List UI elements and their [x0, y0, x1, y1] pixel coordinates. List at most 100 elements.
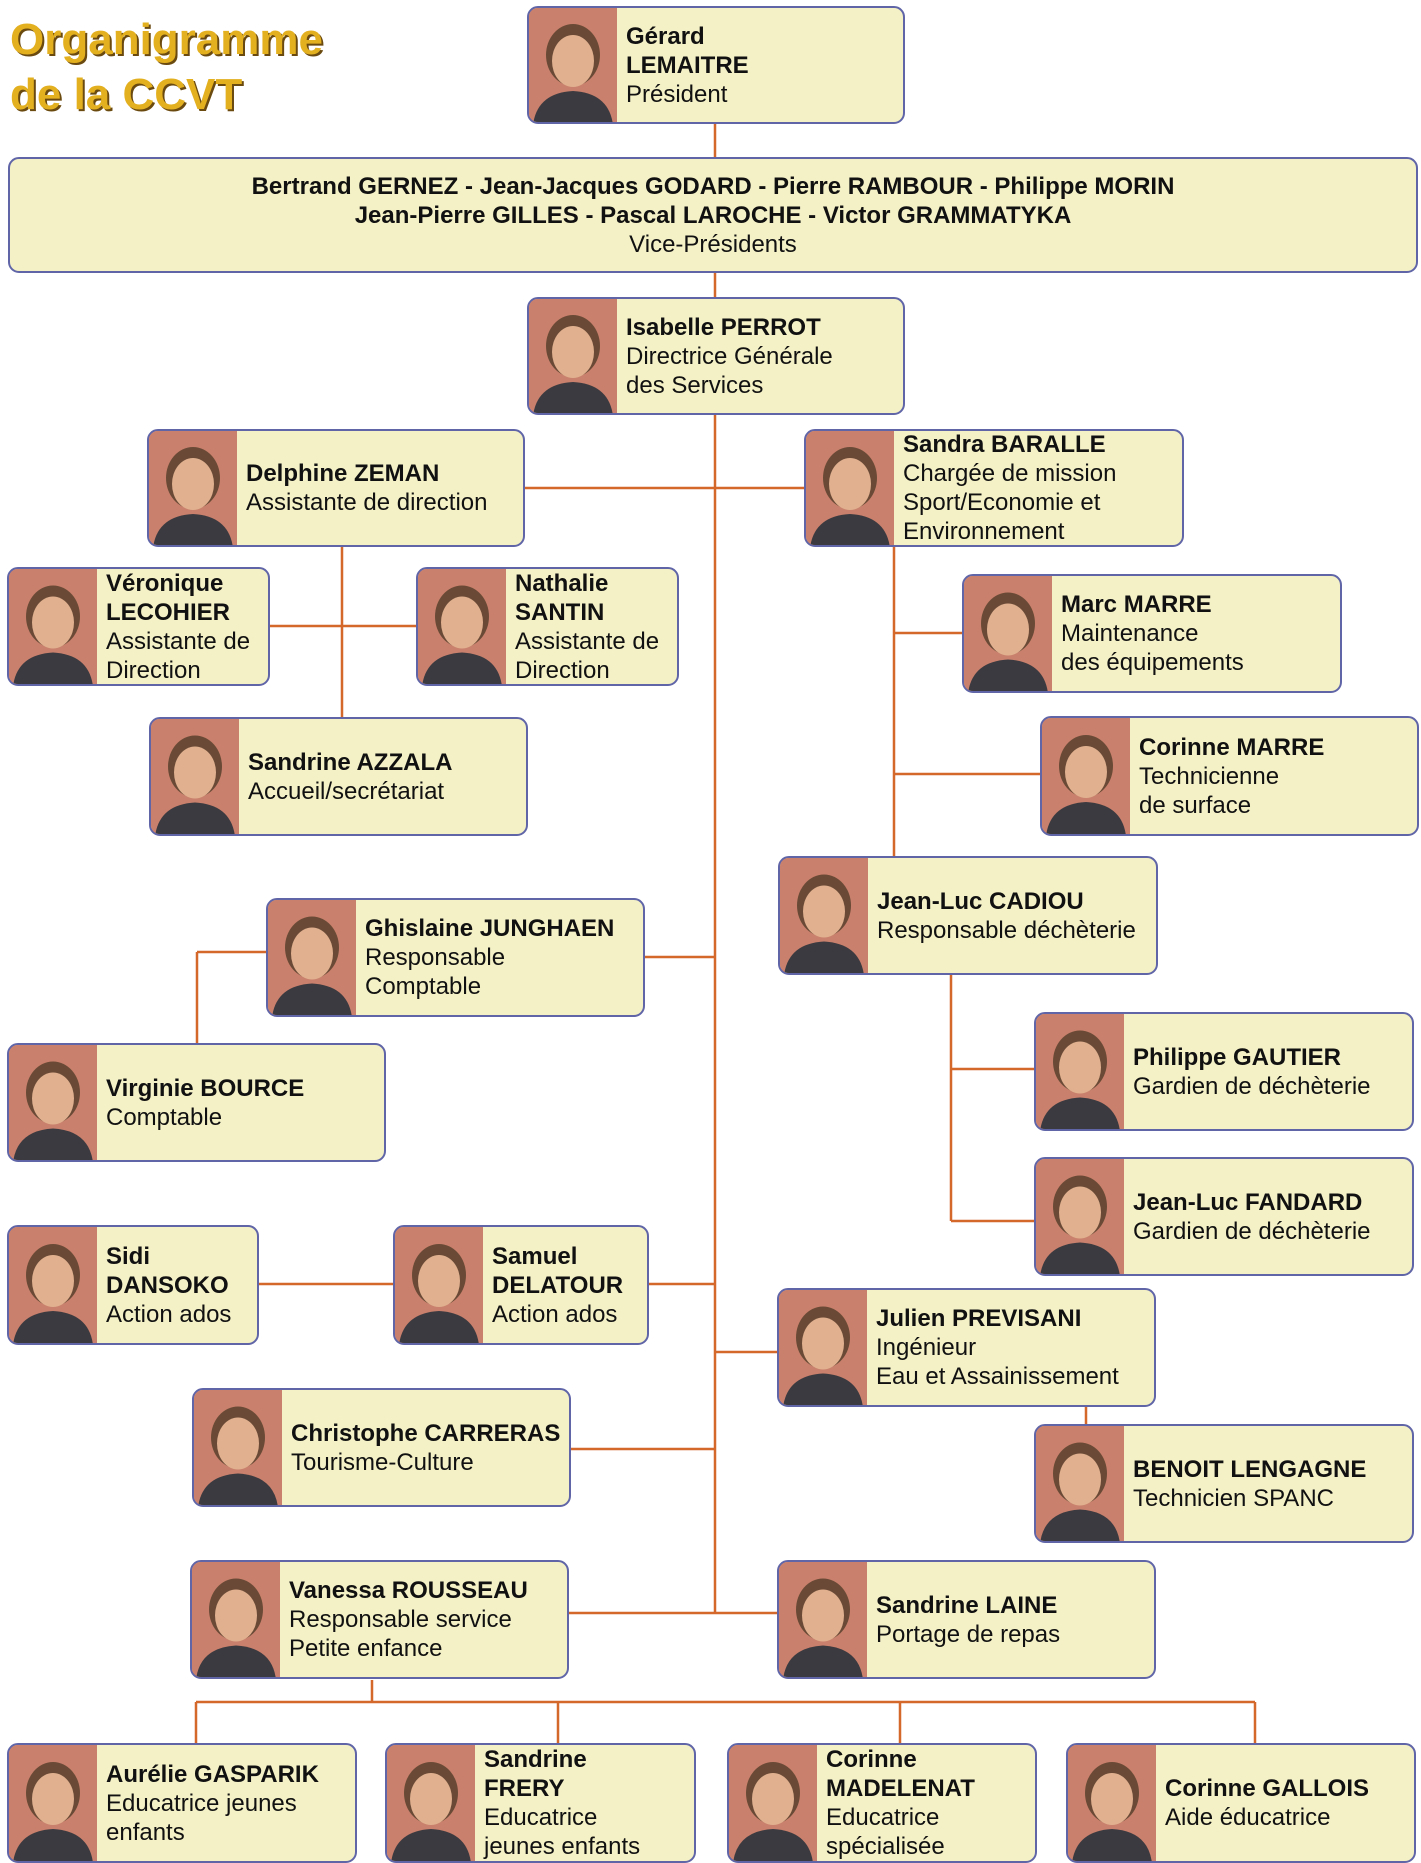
person-silhouette-icon	[387, 1745, 475, 1861]
person-silhouette-icon	[194, 1390, 282, 1505]
person-silhouette-icon	[9, 1745, 97, 1861]
person-silhouette-icon	[779, 1290, 867, 1405]
person-silhouette-icon	[151, 719, 239, 834]
portrait-photo	[395, 1227, 483, 1343]
person-silhouette-icon	[9, 569, 97, 684]
vice-presidents-names-line-1: Bertrand GERNEZ - Jean-Jacques GODARD - …	[251, 172, 1175, 200]
person-role: Tourisme-Culture	[291, 1448, 474, 1476]
person-name: BENOIT LENGAGNE	[1133, 1455, 1367, 1483]
person-silhouette-icon	[806, 431, 894, 545]
person-role: Assistante de Direction	[515, 627, 660, 684]
person-silhouette-icon	[268, 900, 356, 1015]
portrait-photo	[192, 1562, 280, 1677]
portrait-photo	[1036, 1159, 1124, 1274]
person-silhouette-icon	[779, 1562, 867, 1677]
person-role: Accueil/secrétariat	[248, 777, 445, 805]
person-silhouette-icon	[1042, 718, 1130, 834]
person-silhouette-icon	[9, 1045, 97, 1160]
person-role: Educatrice jeunes enfants	[106, 1789, 297, 1846]
portrait-photo	[964, 576, 1052, 691]
portrait-photo	[9, 1045, 97, 1160]
person-name: Delphine ZEMAN	[246, 460, 440, 487]
person-silhouette-icon	[529, 8, 617, 122]
person-role: Educatrice spécialisée	[826, 1804, 945, 1860]
portrait-photo	[9, 1745, 97, 1861]
person-silhouette-icon	[192, 1562, 280, 1677]
person-name: Samuel DELATOUR	[492, 1242, 624, 1299]
vice-presidents-names-line-2: Jean-Pierre GILLES - Pascal LAROCHE - Vi…	[354, 201, 1072, 229]
portrait-photo	[9, 569, 97, 684]
person-name: Ghislaine JUNGHAEN	[365, 915, 615, 942]
person-role: Gardien de déchèterie	[1133, 1072, 1371, 1100]
person-silhouette-icon	[1068, 1745, 1156, 1861]
person-role: Directrice Générale des Services	[626, 342, 833, 399]
person-silhouette-icon	[1036, 1426, 1124, 1541]
person-role: Assistante de direction	[246, 489, 488, 516]
portrait-photo	[1042, 718, 1130, 834]
person-silhouette-icon	[1036, 1014, 1124, 1129]
person-name: Christophe CARRERAS	[291, 1419, 561, 1447]
portrait-photo	[529, 8, 617, 122]
person-silhouette-icon	[964, 576, 1052, 691]
person-silhouette-icon	[780, 858, 868, 973]
person-silhouette-icon	[9, 1227, 97, 1343]
person-name: Jean-Luc CADIOU	[877, 887, 1084, 915]
person-name: Sandrine AZZALA	[248, 748, 453, 776]
title-line-2: de la CCVT	[10, 70, 243, 119]
person-silhouette-icon	[395, 1227, 483, 1343]
portrait-photo	[1036, 1014, 1124, 1129]
person-role: Responsable service Petite enfance	[289, 1606, 512, 1662]
person-name: Sandrine FRERY	[484, 1746, 587, 1802]
person-role: Assistante de Direction	[106, 627, 251, 684]
person-role: Responsable Comptable	[365, 944, 506, 1000]
person-name: Aurélie GASPARIK	[106, 1760, 319, 1788]
portrait-photo	[779, 1290, 867, 1405]
person-role: Aide éducatrice	[1165, 1804, 1331, 1831]
person-name: Isabelle PERROT	[626, 313, 821, 341]
person-role: Chargée de mission Sport/Economie et Env…	[903, 460, 1117, 545]
person-name: Corinne GALLOIS	[1165, 1775, 1369, 1802]
person-name: Virginie BOURCE	[106, 1074, 305, 1102]
person-name: Sidi DANSOKO	[106, 1242, 229, 1299]
person-role: Action ados	[106, 1300, 232, 1328]
portrait-photo	[418, 569, 506, 684]
portrait-photo	[779, 1562, 867, 1677]
person-name: Julien PREVISANI	[876, 1305, 1082, 1332]
person-name: Corinne MARRE	[1139, 733, 1325, 761]
person-silhouette-icon	[149, 431, 237, 545]
person-silhouette-icon	[529, 299, 617, 413]
portrait-photo	[149, 431, 237, 545]
portrait-photo	[780, 858, 868, 973]
person-role: Technicienne de surface	[1139, 762, 1280, 819]
portrait-photo	[268, 900, 356, 1015]
person-name: Philippe GAUTIER	[1133, 1043, 1342, 1071]
person-name: Sandra BARALLE	[903, 431, 1106, 458]
portrait-photo	[9, 1227, 97, 1343]
portrait-photo	[729, 1745, 817, 1861]
person-role: Educatrice jeunes enfants	[484, 1804, 641, 1860]
title-line-1: Organigramme	[10, 15, 323, 64]
portrait-photo	[806, 431, 894, 545]
